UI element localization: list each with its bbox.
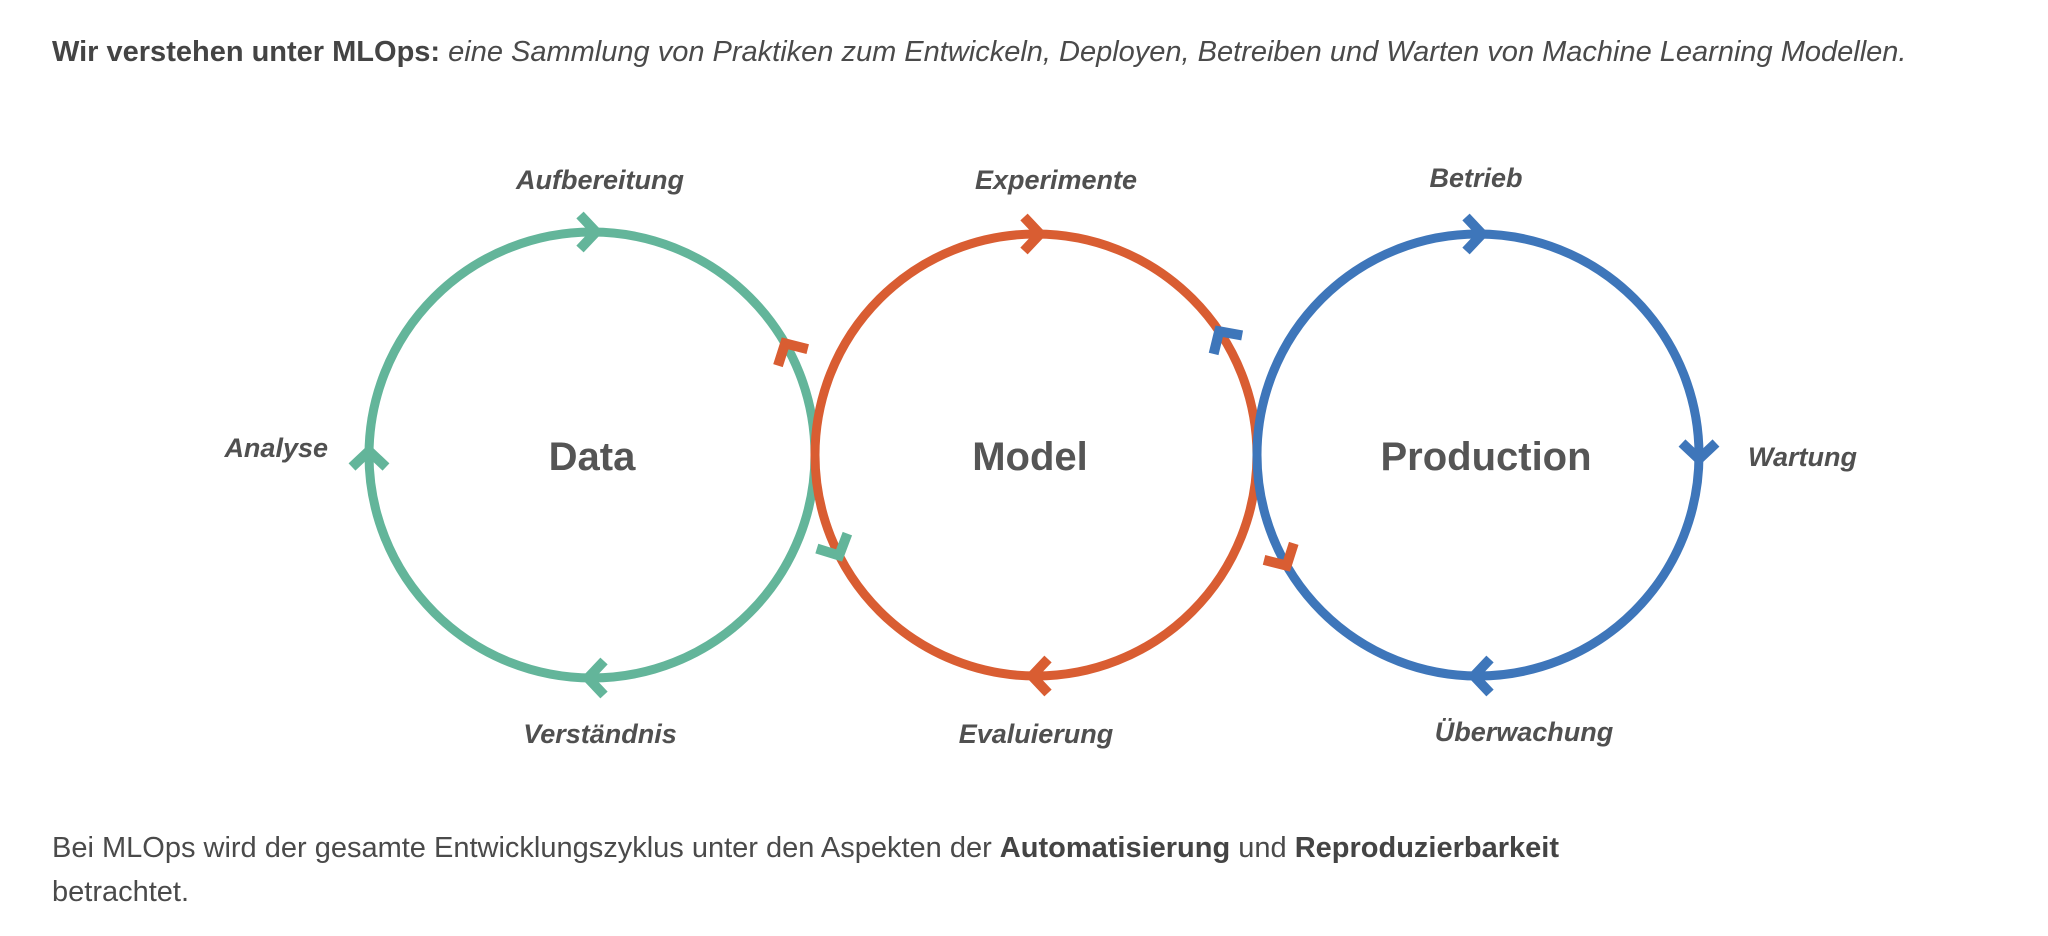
chevron-arrow-icon	[348, 444, 390, 471]
outro-text-3: betrachtet.	[52, 876, 190, 908]
outro-text: Bei MLOps wird der gesamte Entwicklungsz…	[52, 826, 2012, 914]
chevron-arrow-icon	[1462, 213, 1489, 255]
chevron-arrow-icon	[1678, 439, 1720, 466]
intro-bold: Wir verstehen unter MLOps:	[52, 36, 441, 68]
chevron-arrow-icon	[773, 337, 809, 368]
production-cycle-label: Production	[1380, 435, 1591, 479]
outro-text-1: Bei MLOps wird der gesamte Entwicklungsz…	[52, 832, 1000, 864]
label-ueberwachung: Überwachung	[1435, 717, 1614, 747]
outro-bold-automatisierung: Automatisierung	[999, 832, 1231, 864]
label-experimente: Experimente	[975, 165, 1137, 195]
label-betrieb: Betrieb	[1429, 163, 1522, 193]
label-wartung: Wartung	[1748, 442, 1857, 472]
chevron-arrow-icon	[1467, 655, 1494, 697]
label-analyse: Analyse	[223, 433, 328, 463]
chevron-arrow-icon	[1262, 541, 1299, 572]
chevron-arrow-icon	[1020, 213, 1047, 255]
chevron-arrow-icon	[1208, 325, 1244, 356]
chevron-arrow-icon	[1025, 655, 1052, 697]
label-aufbereitung: Aufbereitung	[515, 165, 684, 195]
chevron-arrow-icon	[815, 531, 853, 562]
label-verstaendnis: Verständnis	[523, 719, 677, 749]
outro-bold-reproduzierbarkeit: Reproduzierbarkeit	[1294, 832, 1559, 864]
chevron-arrow-icon	[581, 657, 608, 699]
outro-text-2: und	[1230, 832, 1295, 864]
label-evaluierung: Evaluierung	[959, 719, 1114, 749]
data-cycle-label: Data	[549, 435, 636, 479]
model-cycle-label: Model	[972, 435, 1088, 479]
chevron-arrow-icon	[576, 211, 603, 253]
intro-italic: eine Sammlung von Praktiken zum Entwicke…	[448, 36, 1907, 68]
intro-text: Wir verstehen unter MLOps: eine Sammlung…	[52, 30, 2012, 74]
